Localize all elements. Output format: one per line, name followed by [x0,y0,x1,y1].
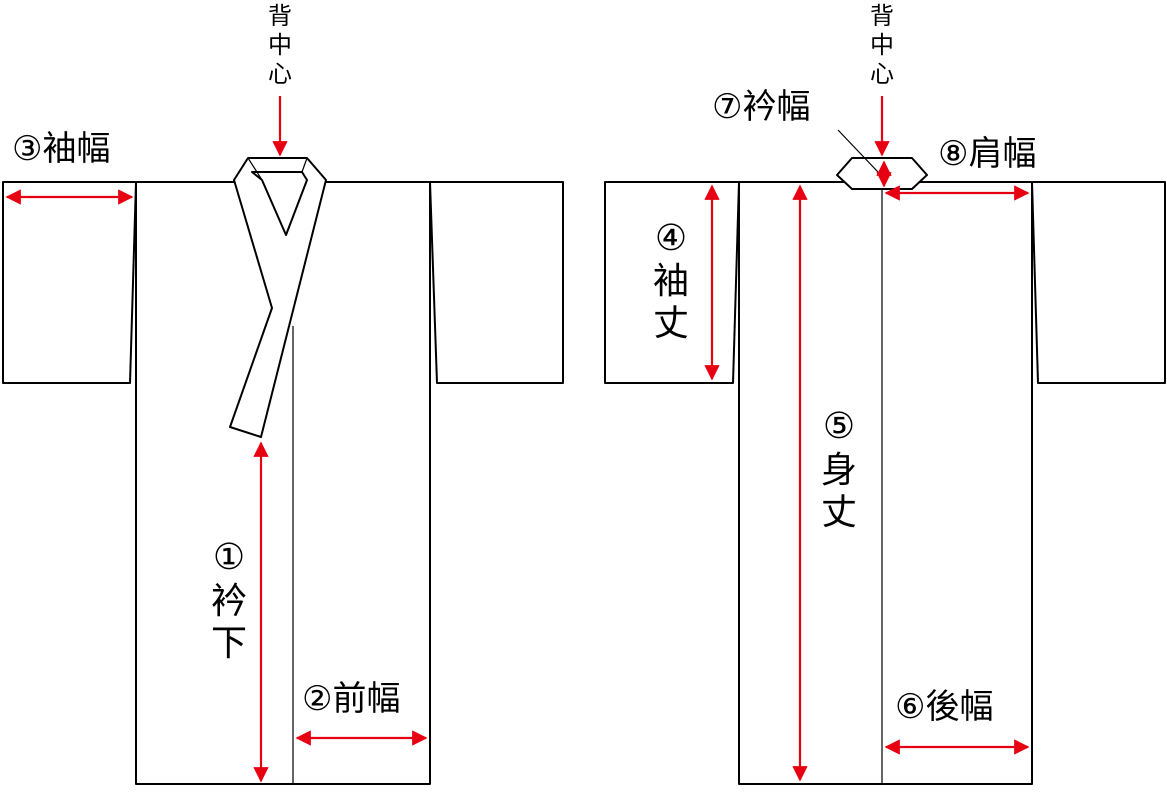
front-view: 背 中 心 ③袖幅 ① 衿 下 ②前幅 [2,2,564,785]
sleeve-width-label: ③袖幅 [12,129,110,169]
front-collar [229,157,327,438]
back-center-back-char-1: 背 [870,2,894,30]
back-width-label: ⑥後幅 [895,687,993,727]
front-collar-inner [251,171,308,236]
front-center-back-char-1: 背 [268,2,292,30]
collar-down-char-2: 衿 [211,581,247,622]
front-right-sleeve [429,181,564,384]
sleeve-length-char-1: ④ [655,218,687,259]
body-length-char-3: 丈 [821,492,857,533]
front-center-back-char-2: 中 [268,31,292,59]
front-width-label: ②前幅 [302,679,400,719]
back-collar [836,157,928,190]
body-length-char-2: 身 [821,450,857,491]
body-length-char-1: ⑤ [823,406,855,447]
collar-down-char-1: ① [213,537,245,578]
sleeve-length-char-3: 丈 [653,303,689,344]
collar-width-leader [837,129,879,173]
front-collar-fold-2 [301,157,308,173]
collar-width-label: ⑦衿幅 [712,87,810,127]
back-right-sleeve [1031,181,1166,384]
sleeve-length-char-2: 袖 [653,261,689,302]
shoulder-width-label: ⑧肩幅 [938,134,1036,174]
front-left-sleeve [2,181,137,384]
back-center-back-char-3: 心 [870,60,894,88]
collar-down-char-3: 下 [211,623,247,664]
back-body [738,181,1033,785]
back-center-back-char-2: 中 [870,31,894,59]
back-view: 背 中 心 ⑦衿幅 ⑧肩幅 ④ 袖 丈 ⑤ 身 丈 ⑥後幅 [604,2,1166,785]
front-center-back-char-3: 心 [268,60,292,88]
front-collar-fold [247,157,263,181]
